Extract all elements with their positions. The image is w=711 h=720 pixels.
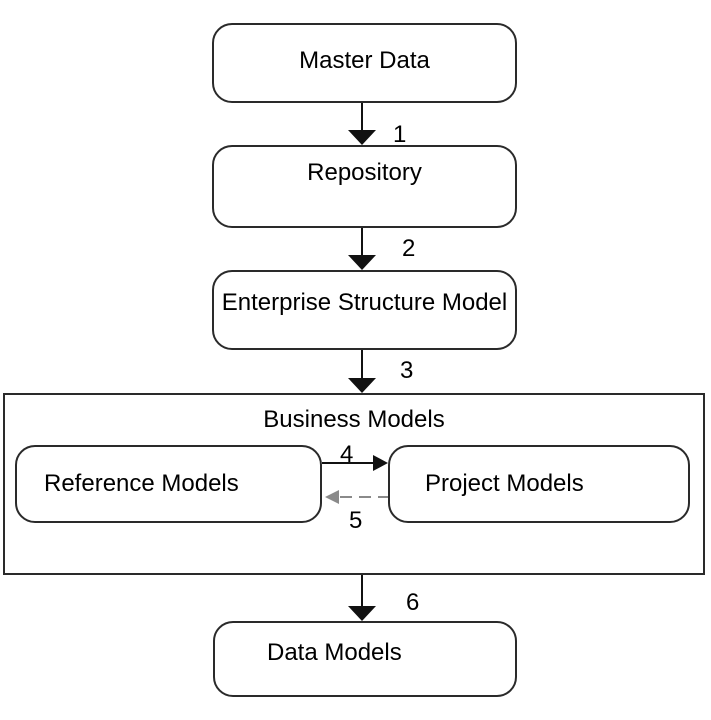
arrow-6-line [361,575,363,607]
edge-label-3: 3 [400,357,414,384]
arrow-2-arrowhead-down-icon [348,255,376,270]
edge-label-5: 5 [349,507,363,534]
node-repository: Repository [212,145,517,228]
arrow-4-arrowhead-right-icon [373,455,388,471]
node-data-models-label: Data Models [267,639,402,666]
node-project-models: Project Models [388,445,690,523]
arrow-1-line [361,103,363,131]
node-master-data-label: Master Data [299,47,430,74]
group-business-models-label: Business Models [263,406,445,433]
node-reference-models: Reference Models [15,445,322,523]
node-reference-models-label: Reference Models [44,470,239,497]
arrow-1-arrowhead-down-icon [348,130,376,145]
arrow-3-line [361,350,363,379]
arrow-5-dashed-line [340,496,388,498]
node-data-models: Data Models [213,621,517,697]
arrow-6-arrowhead-down-icon [348,606,376,621]
edge-label-6: 6 [406,589,420,616]
node-enterprise-structure-model: Enterprise Structure Model [212,270,517,350]
arrow-2-line [361,228,363,256]
arrow-3-arrowhead-down-icon [348,378,376,393]
edge-label-1: 1 [393,121,407,148]
node-project-models-label: Project Models [425,470,584,497]
arrow-5-arrowhead-left-icon [325,490,339,504]
node-master-data: Master Data [212,23,517,103]
edge-label-2: 2 [402,235,416,262]
node-repository-label: Repository [307,159,422,186]
edge-label-4: 4 [340,441,354,468]
arrow-4-line [322,462,374,464]
node-enterprise-structure-model-label: Enterprise Structure Model [221,289,508,316]
